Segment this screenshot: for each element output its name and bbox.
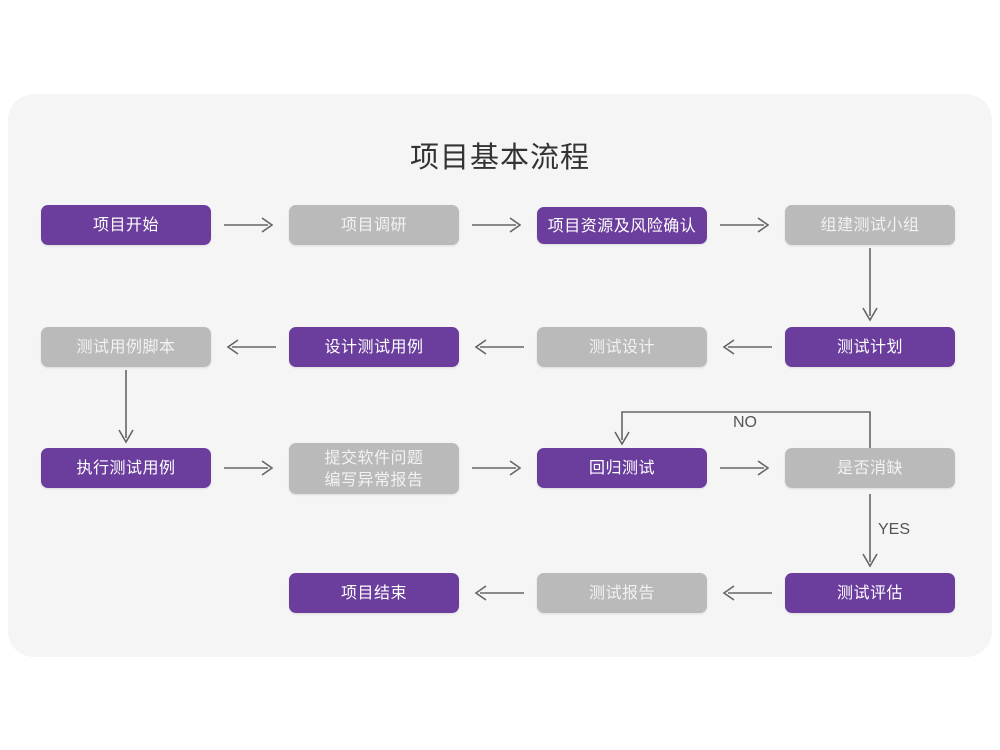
page-title: 项目基本流程 xyxy=(409,140,590,174)
node-label: 项目调研 xyxy=(340,215,407,234)
node-test-evaluation[interactable]: 测试评估 xyxy=(785,573,955,613)
node-label: 项目结束 xyxy=(340,583,407,602)
node-resource-risk-confirm[interactable]: 项目资源及风险确认 xyxy=(537,207,707,244)
arrow-n5-n9-down xyxy=(116,370,136,448)
node-form-test-team[interactable]: 组建测试小组 xyxy=(785,205,955,245)
node-project-end[interactable]: 项目结束 xyxy=(289,573,459,613)
arrow-n15-n14-left xyxy=(718,583,774,603)
node-label: 测试评估 xyxy=(836,583,903,602)
arrow-n8-n7-left xyxy=(718,337,774,357)
node-regression-test[interactable]: 回归测试 xyxy=(537,448,707,488)
node-test-design[interactable]: 测试设计 xyxy=(537,327,707,367)
arrow-n3-n4 xyxy=(718,215,774,235)
node-label: 执行测试用例 xyxy=(76,458,176,477)
node-label: 设计测试用例 xyxy=(324,337,424,356)
edge-label-yes: YES xyxy=(878,521,911,538)
node-label: 是否消缺 xyxy=(836,458,903,477)
edge-label-no: NO xyxy=(733,414,757,431)
arrow-n11-n12 xyxy=(718,458,774,478)
node-project-research[interactable]: 项目调研 xyxy=(289,205,459,245)
node-test-plan[interactable]: 测试计划 xyxy=(785,327,955,367)
arrow-n9-n10 xyxy=(222,458,278,478)
arrow-n2-n3 xyxy=(470,215,526,235)
flowchart-card xyxy=(8,94,992,657)
node-label: 测试设计 xyxy=(588,337,655,356)
node-label: 测试用例脚本 xyxy=(76,337,176,356)
node-label: 项目开始 xyxy=(92,215,159,234)
node-label: 测试计划 xyxy=(836,337,903,356)
arrow-n1-n2 xyxy=(222,215,278,235)
node-defect-cleared-decision[interactable]: 是否消缺 xyxy=(785,448,955,488)
node-test-case-script[interactable]: 测试用例脚本 xyxy=(41,327,211,367)
node-submit-defect-report[interactable]: 提交软件问题 编写异常报告 xyxy=(289,443,459,494)
node-label: 项目资源及风险确认 xyxy=(547,215,697,235)
node-design-test-case[interactable]: 设计测试用例 xyxy=(289,327,459,367)
arrow-no-loop xyxy=(614,410,884,452)
node-label: 回归测试 xyxy=(588,458,655,477)
arrow-n6-n5-left xyxy=(222,337,278,357)
arrow-yes-down xyxy=(860,494,880,572)
node-label: 测试报告 xyxy=(588,583,655,602)
node-label: 提交软件问题 编写异常报告 xyxy=(324,447,424,489)
node-project-start[interactable]: 项目开始 xyxy=(41,205,211,245)
node-label: 组建测试小组 xyxy=(820,215,920,234)
arrow-n7-n6-left xyxy=(470,337,526,357)
arrow-n14-n13-left xyxy=(470,583,526,603)
arrow-n10-n11 xyxy=(470,458,526,478)
node-test-report[interactable]: 测试报告 xyxy=(537,573,707,613)
arrow-n4-n8-down xyxy=(860,248,880,326)
node-execute-test-case[interactable]: 执行测试用例 xyxy=(41,448,211,488)
